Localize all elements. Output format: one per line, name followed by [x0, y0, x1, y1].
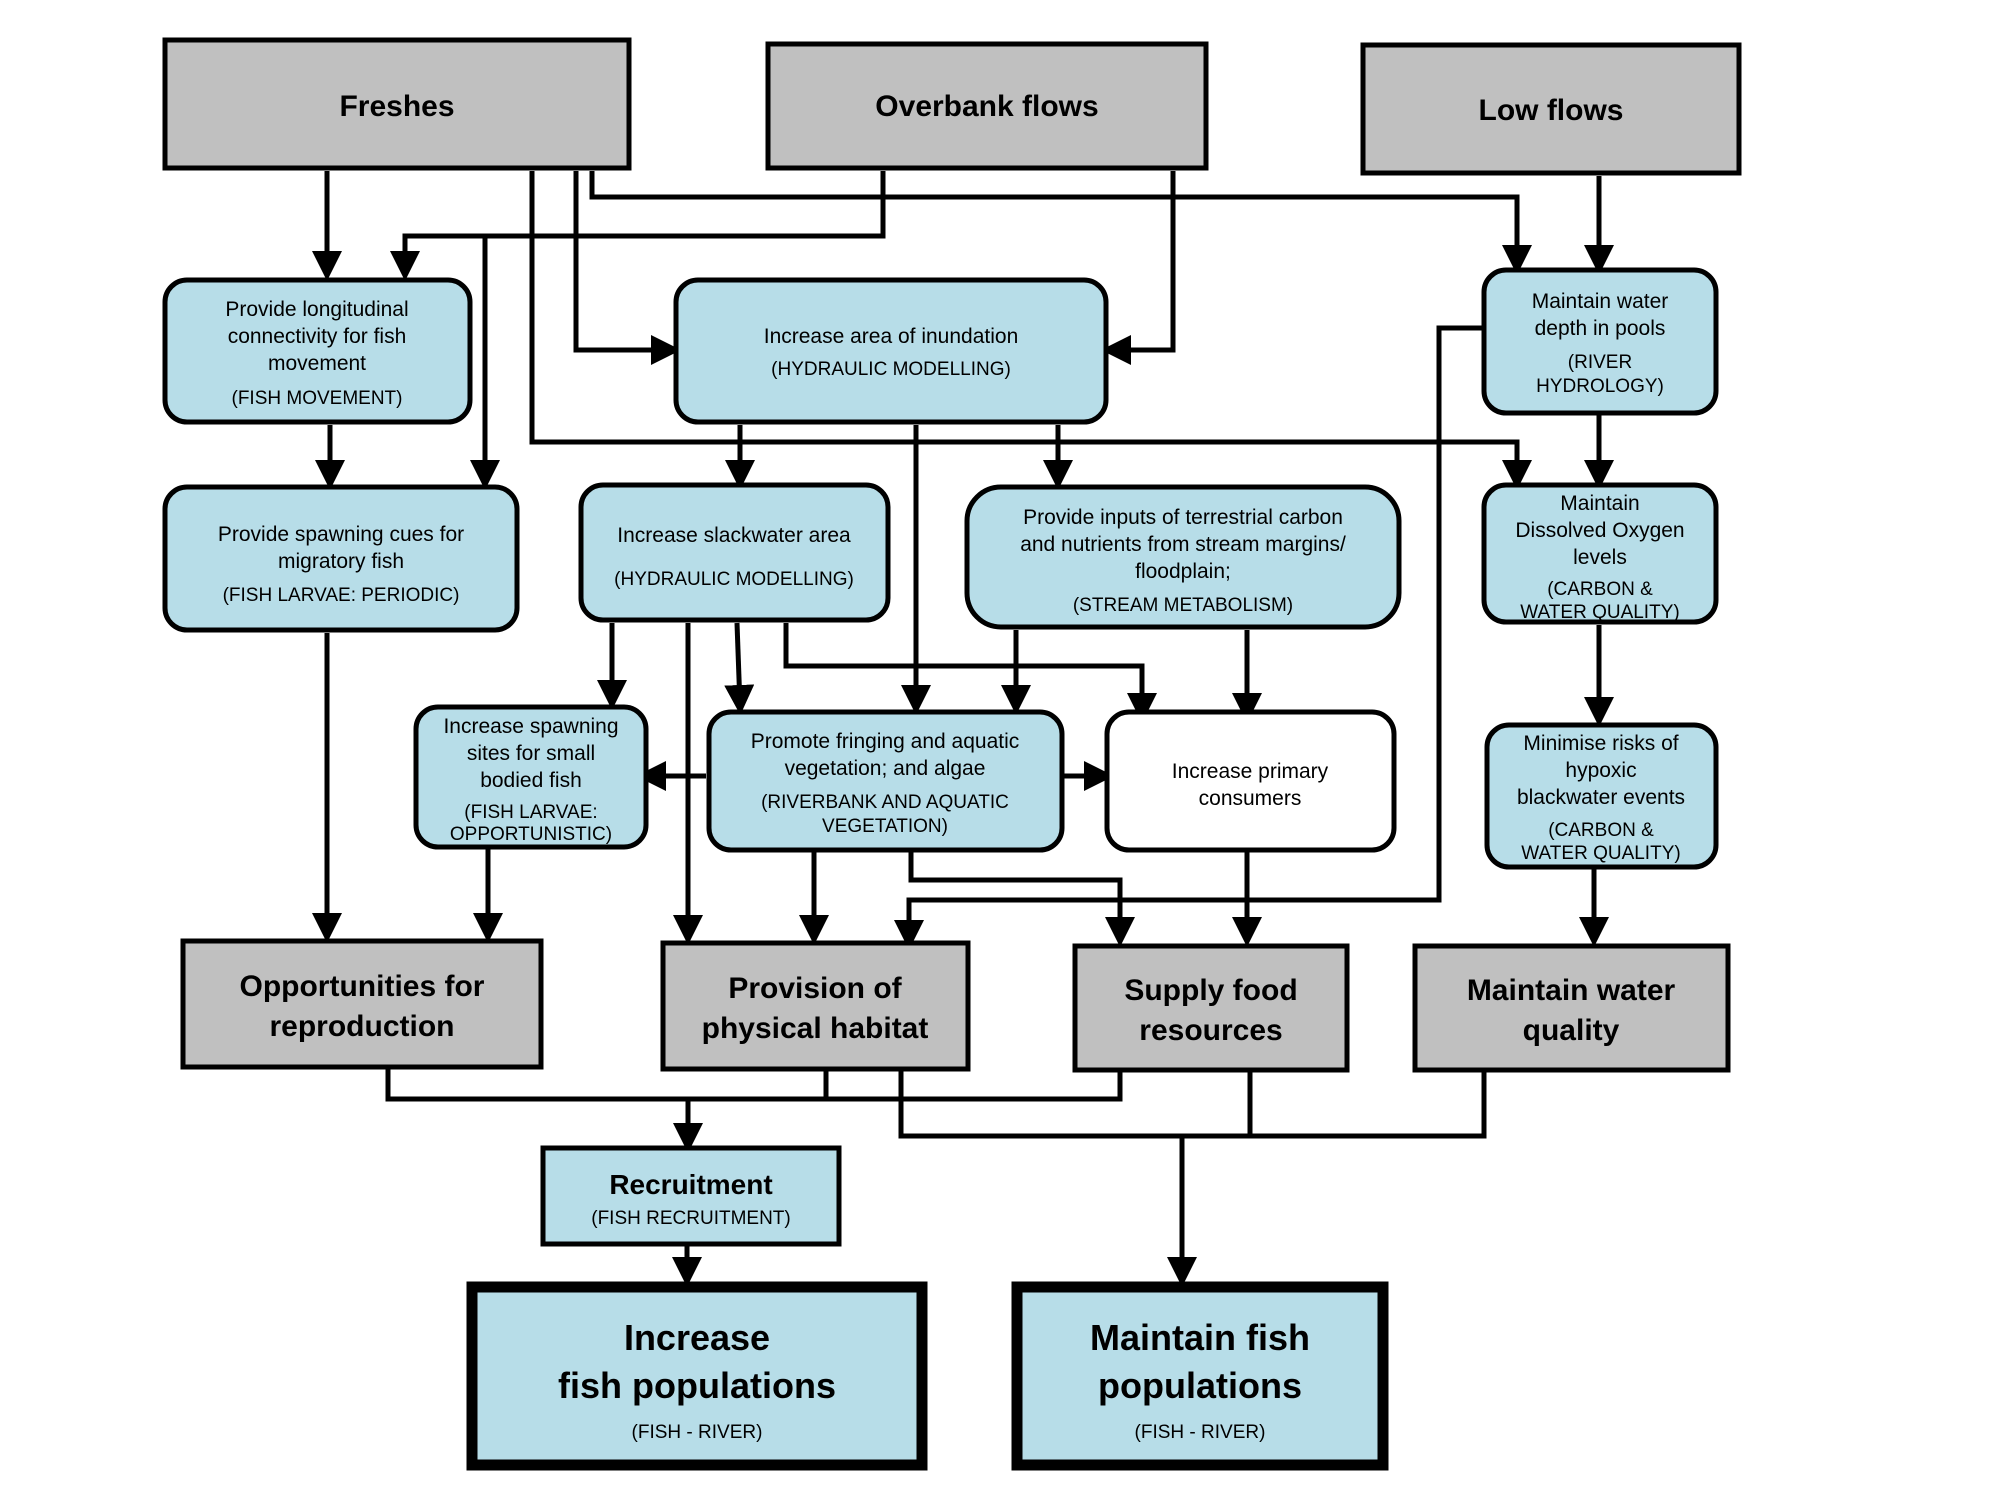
outcome-water-quality: Maintain water quality	[1412, 943, 1731, 1073]
vegetation-line-2: vegetation; and algae	[785, 757, 986, 780]
food-line-1: Supply food	[1124, 974, 1297, 1007]
process-spawning-sites: Increase spawning sites for small bodied…	[413, 704, 649, 850]
habitat-line-2: physical habitat	[702, 1012, 929, 1045]
water-quality-line-1: Maintain water	[1467, 974, 1676, 1007]
reproduction-line-2: reproduction	[270, 1010, 455, 1043]
inundation-tag: (HYDRAULIC MODELLING)	[771, 359, 1011, 380]
outcome-physical-habitat: Provision of physical habitat	[660, 940, 971, 1072]
process-slackwater: Increase slackwater area (HYDRAULIC MODE…	[578, 482, 891, 623]
collector-maintain	[898, 1068, 1487, 1139]
habitat-line-1: Provision of	[728, 972, 902, 1005]
slackwater-tag: (HYDRAULIC MODELLING)	[614, 569, 854, 590]
process-blackwater: Minimise risks of hypoxic blackwater eve…	[1484, 722, 1719, 870]
maintain-line-2: populations	[1098, 1365, 1302, 1406]
driver-freshes: Freshes	[162, 37, 632, 171]
water-depth-tag-2: HYDROLOGY)	[1536, 376, 1664, 397]
blackwater-line-3: blackwater events	[1517, 786, 1685, 809]
vegetation-tag-1: (RIVERBANK AND AQUATIC	[761, 792, 1009, 813]
arrow-freshes-to-water-depth	[589, 171, 1532, 276]
carbon-tag: (STREAM METABOLISM)	[1073, 595, 1293, 616]
longitudinal-line-2: connectivity for fish	[228, 325, 407, 348]
recruitment-box: Recruitment (FISH RECRUITMENT)	[540, 1145, 842, 1247]
driver-low-flows: Low flows	[1360, 42, 1742, 176]
process-longitudinal-connectivity: Provide longitudinal connectivity for fi…	[162, 277, 473, 425]
inundation-line-1: Increase area of inundation	[764, 325, 1019, 348]
vegetation-line-1: Promote fringing and aquatic	[751, 730, 1020, 753]
recruitment-tag: (FISH RECRUITMENT)	[591, 1208, 790, 1229]
goal-maintain-fish-populations: Maintain fish populations (FISH - RIVER)	[1011, 1281, 1389, 1471]
process-vegetation: Promote fringing and aquatic vegetation;…	[706, 709, 1065, 853]
maintain-line-1: Maintain fish	[1090, 1317, 1310, 1358]
connectors	[312, 171, 1614, 1288]
outcome-reproduction: Opportunities for reproduction	[180, 938, 544, 1070]
arrow-freshes-to-dissolved-oxygen	[529, 171, 1532, 491]
vegetation-tag-2: VEGETATION)	[822, 816, 948, 837]
carbon-line-2: and nutrients from stream margins/	[1020, 533, 1346, 556]
process-dissolved-oxygen: Maintain Dissolved Oxygen levels (CARBON…	[1481, 482, 1719, 625]
arrow-slackwater-to-vegetation	[724, 622, 755, 715]
process-primary-consumers: Increase primary consumers	[1104, 709, 1397, 853]
consumers-line-1: Increase primary	[1172, 760, 1329, 783]
driver-low-flows-label: Low flows	[1479, 94, 1624, 127]
driver-overbank-flows: Overbank flows	[765, 41, 1209, 171]
spawning-cues-line-1: Provide spawning cues for	[218, 523, 464, 546]
arrow-slackwater-to-consumers	[783, 623, 1157, 724]
process-inundation: Increase area of inundation (HYDRAULIC M…	[673, 277, 1109, 425]
arrow-overbank-to-inundation	[1100, 171, 1176, 365]
food-line-2: resources	[1139, 1014, 1282, 1047]
driver-freshes-label: Freshes	[339, 90, 454, 123]
arrow-freshes-to-inundation	[573, 171, 682, 365]
blackwater-tag-2: WATER QUALITY)	[1521, 843, 1680, 864]
driver-overbank-label: Overbank flows	[875, 90, 1098, 123]
increase-tag: (FISH - RIVER)	[632, 1422, 763, 1443]
water-depth-line-1: Maintain water	[1532, 290, 1669, 313]
spawning-sites-line-1: Increase spawning	[443, 715, 618, 738]
spawning-sites-line-3: bodied fish	[480, 769, 582, 792]
spawning-sites-line-2: sites for small	[467, 742, 595, 765]
longitudinal-line-1: Provide longitudinal	[225, 298, 408, 321]
spawning-sites-tag-1: (FISH LARVAE:	[464, 802, 597, 823]
slackwater-line-1: Increase slackwater area	[617, 524, 851, 547]
arrow-vegetation-to-food	[908, 852, 1135, 948]
dissolved-oxygen-line-2: Dissolved Oxygen	[1515, 519, 1684, 542]
outcome-food-resources: Supply food resources	[1072, 943, 1350, 1073]
goal-increase-fish-populations: Increase fish populations (FISH - RIVER)	[466, 1281, 928, 1471]
reproduction-line-1: Opportunities for	[240, 970, 485, 1003]
blackwater-line-2: hypoxic	[1565, 759, 1636, 782]
spawning-cues-tag: (FISH LARVAE: PERIODIC)	[223, 585, 460, 606]
increase-line-1: Increase	[624, 1317, 770, 1358]
water-depth-tag-1: (RIVER	[1568, 352, 1632, 373]
increase-line-2: fish populations	[558, 1365, 836, 1406]
carbon-line-1: Provide inputs of terrestrial carbon	[1023, 506, 1343, 529]
dissolved-oxygen-line-1: Maintain	[1560, 492, 1639, 515]
dissolved-oxygen-tag-1: (CARBON &	[1547, 579, 1653, 600]
spawning-sites-tag-2: OPPORTUNISTIC)	[450, 824, 612, 845]
process-water-depth: Maintain water depth in pools (RIVER HYD…	[1481, 267, 1719, 416]
arrow-water-depth-to-habitat	[894, 325, 1484, 951]
carbon-line-3: floodplain;	[1135, 560, 1231, 583]
spawning-cues-line-2: migratory fish	[278, 550, 404, 573]
longitudinal-tag: (FISH MOVEMENT)	[232, 388, 403, 409]
maintain-tag: (FISH - RIVER)	[1135, 1422, 1266, 1443]
dissolved-oxygen-line-3: levels	[1573, 546, 1627, 569]
blackwater-line-1: Minimise risks of	[1523, 732, 1678, 755]
dissolved-oxygen-tag-2: WATER QUALITY)	[1520, 602, 1679, 623]
water-quality-line-2: quality	[1523, 1014, 1620, 1047]
consumers-line-2: consumers	[1199, 787, 1302, 810]
longitudinal-line-3: movement	[268, 352, 366, 375]
arrow-overbank-to-longitudinal	[390, 171, 886, 282]
process-carbon-inputs: Provide inputs of terrestrial carbon and…	[964, 484, 1402, 630]
recruitment-title: Recruitment	[609, 1169, 772, 1200]
collector-recruitment	[385, 1068, 1123, 1102]
water-depth-line-2: depth in pools	[1535, 317, 1666, 340]
process-spawning-cues: Provide spawning cues for migratory fish…	[162, 484, 520, 633]
blackwater-tag-1: (CARBON &	[1548, 820, 1654, 841]
